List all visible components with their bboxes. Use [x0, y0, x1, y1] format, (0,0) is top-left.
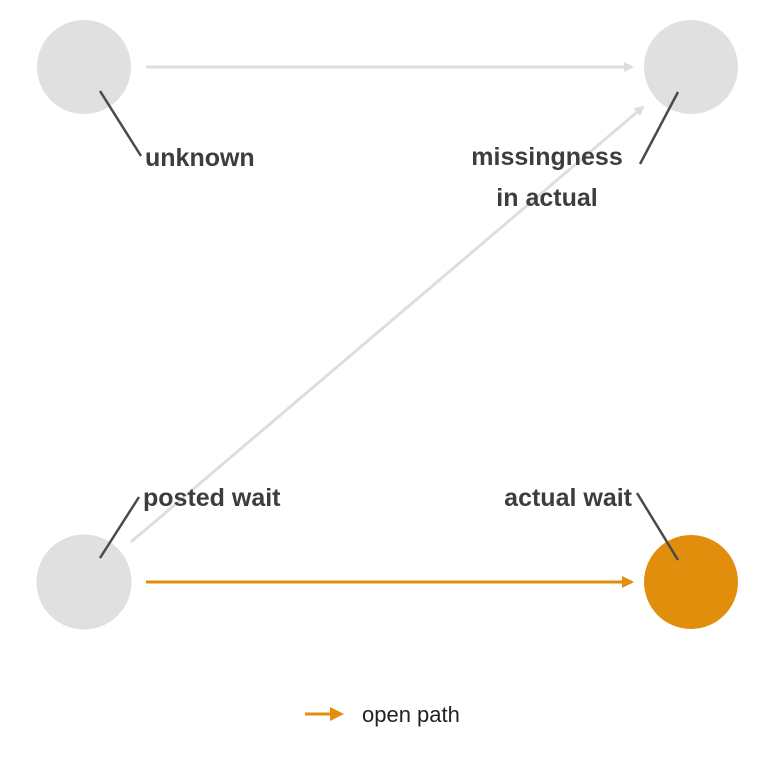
- leader-line-unknown: [98, 90, 143, 157]
- edge-posted-wait-to-missingness: [130, 105, 645, 544]
- label-posted-wait: posted wait: [143, 484, 281, 512]
- node-unknown: [37, 20, 131, 114]
- node-missingness-in-actual: [644, 20, 738, 114]
- node-posted-wait: [36, 534, 132, 630]
- node-actual-wait: [644, 535, 738, 629]
- legend-label-open-path: open path: [362, 702, 460, 727]
- nodes: [36, 20, 738, 630]
- leader-lines: [98, 90, 680, 561]
- arrow-right-icon: [305, 707, 344, 721]
- leader-line-missingness: [638, 91, 680, 165]
- label-unknown: unknown: [145, 144, 255, 172]
- label-missingness-line-2: in actual: [496, 184, 597, 212]
- label-actual-wait: actual wait: [504, 484, 632, 512]
- edges: [130, 62, 645, 588]
- leader-line-actual-wait: [635, 492, 680, 561]
- label-missingness-line-1: missingness: [471, 143, 622, 171]
- node-labels: unknown missingness in actual posted wai…: [143, 143, 633, 512]
- legend: open path: [305, 702, 460, 727]
- leader-line-posted-wait: [98, 496, 141, 559]
